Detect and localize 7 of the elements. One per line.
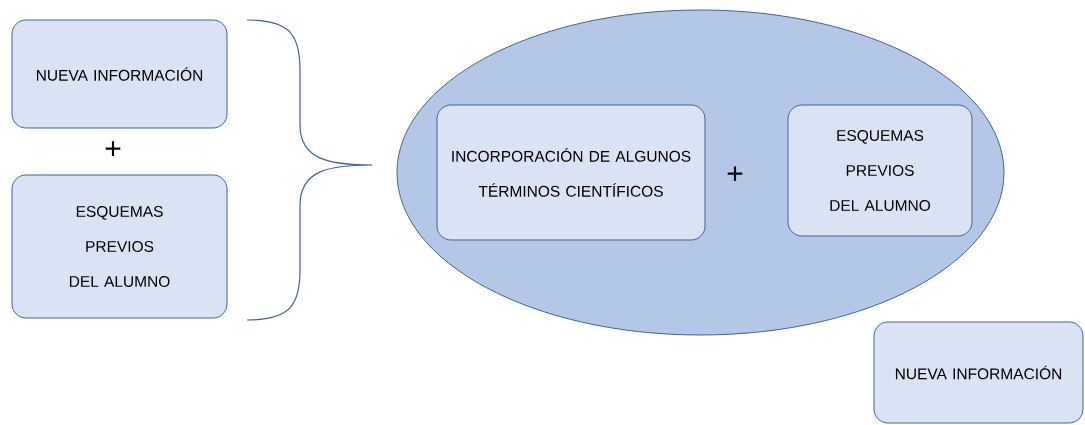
rounded-box: ESQUEMAS PREVIOS DEL ALUMNO — [11, 174, 228, 319]
rounded-box: NUEVA INFORMACIÓN — [873, 321, 1084, 424]
plus-sign: + — [105, 141, 121, 156]
plus-sign: + — [727, 166, 743, 181]
rounded-box: NUEVA INFORMACIÓN — [11, 19, 228, 129]
rounded-box: INCORPORACIÓN DE ALGUNOS TÉRMINOS CIENTÍFICOS — [436, 104, 706, 241]
rounded-box: ESQUEMAS PREVIOS DEL ALUMNO — [787, 104, 973, 237]
